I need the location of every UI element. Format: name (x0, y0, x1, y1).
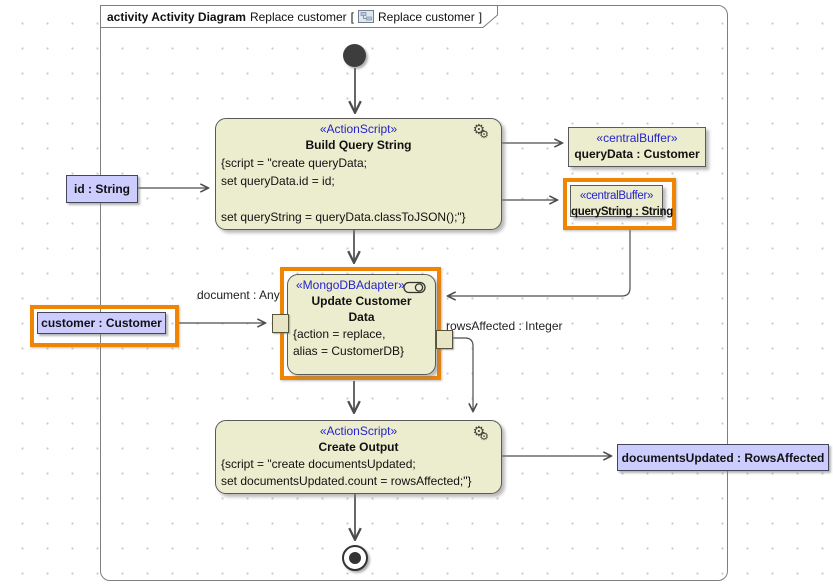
output-pin-rowsaffected[interactable] (436, 330, 453, 349)
action-name: Update Customer Data (311, 294, 412, 324)
behavior-gears-icon: ⚙⚙ (472, 423, 489, 443)
stereotype-label: «centralBuffer» (596, 131, 678, 145)
input-pin-document[interactable] (272, 314, 289, 333)
frame-title[interactable]: activity Activity Diagram Replace custom… (107, 8, 482, 25)
action-create-output[interactable]: ⚙⚙ «ActionScript» Create Output {script … (215, 420, 502, 494)
selection-highlight-querystring (563, 178, 676, 230)
pin-label-document[interactable]: document : Any (197, 288, 280, 302)
buffer-name: queryString : String (571, 206, 673, 218)
selection-highlight-customer (30, 305, 179, 347)
parameter-documents-updated[interactable]: documentsUpdated : RowsAffected (617, 444, 829, 471)
frame-ref-name: Replace customer (378, 9, 475, 24)
action-name: Build Query String (305, 138, 412, 152)
edge-querystring-to-update[interactable] (448, 230, 631, 296)
initial-node[interactable] (343, 44, 366, 67)
parameter-label: id : String (74, 182, 130, 196)
script-line: alias = CustomerDB} (293, 344, 405, 358)
stereotype-label: «ActionScript» (319, 424, 398, 438)
script-line: {script = "create queryData; (221, 156, 367, 170)
script-line: {script = "create documentsUpdated; (221, 457, 416, 471)
script-line: {action = replace, (293, 327, 386, 341)
centralbuffer-querydata[interactable]: «centralBuffer» queryData : Customer (568, 127, 706, 167)
behavior-gears-icon: ⚙⚙ (472, 121, 489, 141)
script-line: set queryString = queryData.classToJSON(… (221, 210, 466, 224)
activity-final-node[interactable] (342, 545, 368, 571)
action-update-customer-data[interactable]: «MongoDBAdapter» Update Customer Data {a… (287, 274, 436, 375)
stereotype-label: «MongoDBAdapter» (296, 278, 405, 292)
script-line: set queryData.id = id; (221, 174, 335, 188)
diagram-icon (358, 10, 375, 23)
parameter-label: customer : Customer (41, 316, 162, 330)
action-name: Create Output (318, 440, 399, 454)
pin-label-rowsaffected[interactable]: rowsAffected : Integer (446, 319, 563, 333)
script-line: set documentsUpdated.count = rowsAffecte… (221, 474, 472, 488)
stereotype-label: «ActionScript» (319, 122, 398, 136)
action-build-query-string[interactable]: ⚙⚙ «ActionScript» Build Query String {sc… (215, 118, 502, 230)
centralbuffer-querystring[interactable]: «centralBuffer» queryString : String (570, 185, 673, 218)
frame-close-bracket: ] (478, 9, 483, 24)
parameter-customer[interactable]: customer : Customer (37, 312, 166, 334)
script-line (221, 190, 496, 208)
frame-keyword: activity Activity Diagram (107, 9, 246, 24)
adapter-icon (403, 281, 426, 294)
final-node-dot (349, 552, 361, 564)
parameter-id[interactable]: id : String (66, 175, 138, 203)
frame-diagram-name: Replace customer (249, 9, 347, 24)
buffer-name: queryData : Customer (574, 147, 700, 161)
edge-rowsaffected-to-create[interactable] (452, 337, 473, 411)
frame-open-bracket: [ (350, 9, 355, 24)
parameter-label: documentsUpdated : RowsAffected (621, 450, 825, 465)
stereotype-label: «centralBuffer» (579, 190, 654, 202)
